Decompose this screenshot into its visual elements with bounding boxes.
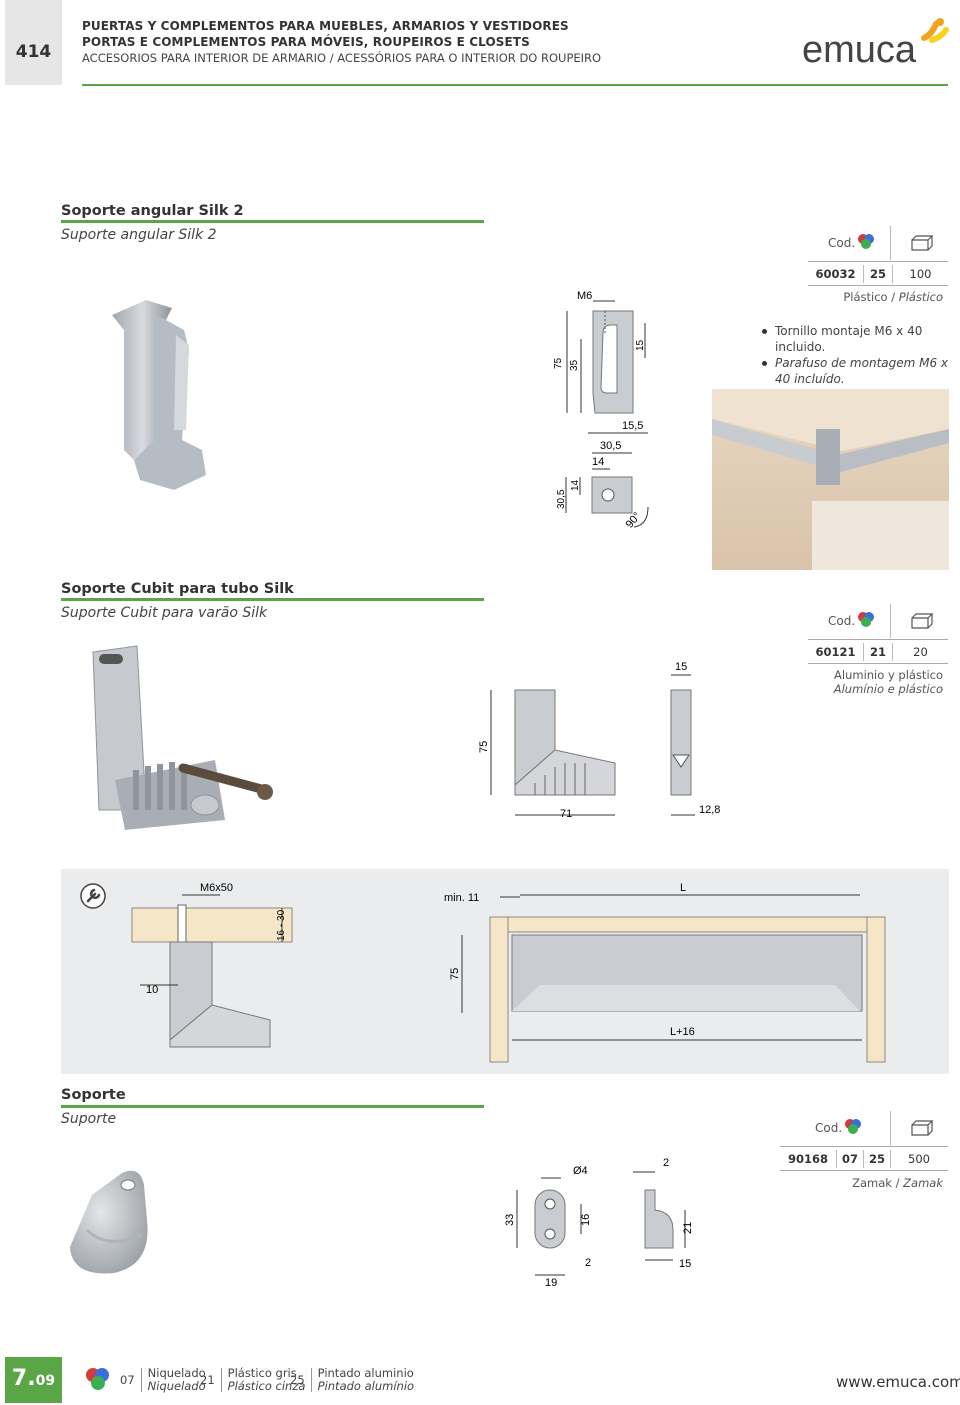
dim-d1: 30,5: [556, 489, 567, 509]
section-rule: [61, 1105, 484, 1108]
dimension-drawing-top: 15,5 30,5 14 30,5 14 90°: [556, 420, 649, 531]
install-drawing-left: M6x50 16 - 30 10: [131, 882, 293, 1048]
color-code: 07: [841, 1152, 858, 1166]
dimension-drawing-side: M6 75 35 15: [553, 290, 646, 414]
chapter-number: 7.09: [11, 1366, 56, 1391]
cod-label: Cod.: [828, 236, 856, 250]
dim-t2: 2: [663, 1157, 669, 1169]
pack-qty: 20: [913, 645, 928, 659]
material: Zamak / Zamak: [852, 1176, 943, 1190]
website-link[interactable]: www.emuca.com: [836, 1373, 960, 1391]
dim-h3: 15: [635, 339, 646, 351]
section-rule: [61, 220, 484, 223]
header-rule: [82, 84, 948, 86]
header-line-es: PUERTAS Y COMPLEMENTOS PARA MUEBLES, ARM…: [82, 19, 569, 33]
install-length: L: [680, 882, 686, 894]
dim-hh: 16: [580, 1214, 592, 1226]
dim-t: 2: [585, 1257, 591, 1269]
box-quantity-icon: [911, 613, 934, 629]
section-subtitle-silk2: Suporte angular Silk 2: [61, 227, 217, 243]
section-title-silk2: Soporte angular Silk 2: [61, 203, 244, 219]
section-subtitle-cubit: Suporte Cubit para varão Silk: [61, 605, 268, 621]
code-row: 60121 21 20: [808, 642, 948, 662]
header-line-pt: PORTAS E COMPLEMENTOS PARA MÓVEIS, ROUPE…: [82, 35, 530, 49]
page-tab: [5, 0, 62, 85]
pack-qty: 500: [908, 1152, 930, 1166]
product-code: 60032: [815, 267, 856, 281]
dimension-drawing-soporte: Ø4 33 16 19 2 2 21 15: [504, 1157, 694, 1289]
dim-w: 19: [545, 1277, 557, 1289]
wrench-icon: [80, 883, 106, 909]
product-code: 60121: [815, 645, 856, 659]
dim-d2: 14: [570, 479, 581, 491]
code-row: 90168 07 25 500: [780, 1149, 948, 1169]
box-quantity-icon: [911, 235, 934, 251]
dim-w2: 15: [679, 1258, 691, 1270]
dim-h: 33: [504, 1214, 516, 1226]
finish-colors-icon: [845, 1119, 861, 1134]
material-es: Aluminio y plástico: [834, 668, 943, 682]
dim-thickness: 15: [675, 661, 687, 673]
dim-screw: M6: [577, 290, 592, 302]
header-category: ACCESORIOS PARA INTERIOR DE ARMARIO / AC…: [82, 51, 602, 65]
material: Plástico / Plástico: [843, 290, 943, 304]
dim-w3: 14: [592, 456, 604, 468]
pack-qty: 100: [909, 267, 932, 281]
box-quantity-icon: [911, 1120, 934, 1136]
install-total: L+16: [670, 1026, 695, 1038]
dim-h2: 21: [682, 1222, 694, 1234]
cod-label: Cod.: [815, 1121, 843, 1135]
dim-h2: 35: [569, 359, 580, 371]
feature-item: Tornillo montaje M6 x 40 incluido.: [760, 323, 960, 355]
dim-hole: Ø4: [573, 1165, 588, 1177]
feature-list: Tornillo montaje M6 x 40 incluido. Paraf…: [760, 323, 960, 387]
product-image-cubit: [92, 645, 273, 830]
finish-colors-icon: [858, 234, 874, 249]
material-pt: Alumínio e plástico: [833, 682, 943, 696]
section-title-cubit: Soporte Cubit para tubo Silk: [61, 581, 294, 597]
dim-width: 71: [560, 808, 572, 820]
install-drawing-right: min. 11 L 75 L+16: [444, 882, 886, 1063]
section-title-soporte: Soporte: [61, 1087, 126, 1103]
page-number: 414: [15, 42, 52, 62]
dim-depth: 12,8: [699, 804, 720, 816]
install-screw: M6x50: [200, 882, 233, 894]
install-offset: 10: [146, 984, 158, 996]
dim-height: 75: [478, 741, 490, 753]
install-thickness: 16 - 30: [276, 909, 287, 941]
finish-colors-icon: [86, 1368, 109, 1390]
dim-w1: 15,5: [622, 420, 643, 432]
color-code: 21: [869, 645, 886, 659]
dim-w2: 30,5: [600, 440, 621, 452]
code-row: 60032 25 100: [808, 264, 948, 284]
installed-photo: [712, 389, 949, 570]
product-image-soporte: [70, 1170, 148, 1274]
install-height: 75: [449, 968, 461, 980]
section-rule: [61, 598, 484, 601]
product-image-silk2: [112, 300, 206, 490]
color-code: 25: [869, 267, 886, 281]
color-code: 25: [868, 1152, 885, 1166]
emuca-logo: emuca: [802, 18, 949, 70]
dimension-drawing-cubit: 75 71 15 12,8: [478, 661, 720, 820]
finish-colors-icon: [858, 612, 874, 627]
chapter-box: [5, 1357, 62, 1403]
feature-item: Parafuso de montagem M6 x 40 incluído.: [760, 355, 960, 387]
dim-h1: 75: [553, 357, 564, 369]
section-subtitle-soporte: Suporte: [61, 1111, 117, 1127]
install-min: min. 11: [444, 892, 479, 904]
product-code: 90168: [787, 1152, 828, 1166]
cod-label: Cod.: [828, 614, 856, 628]
logo-text: emuca: [802, 29, 917, 70]
